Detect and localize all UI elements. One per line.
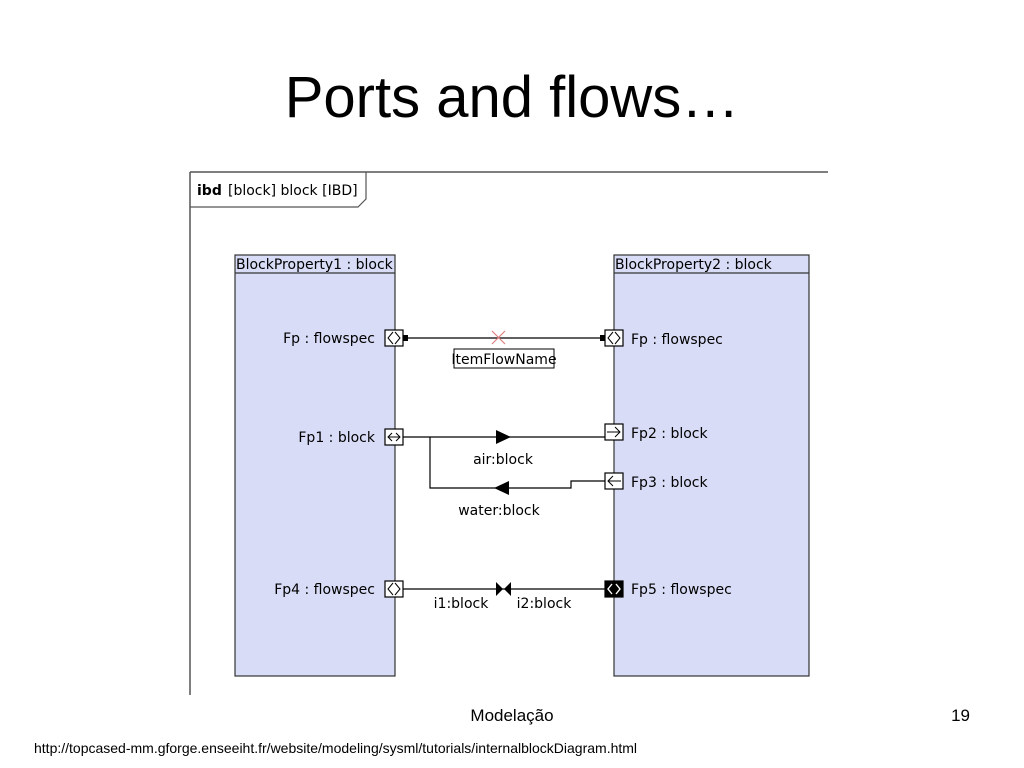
diagram-frame: ibd [block] block [IBD] <box>189 171 828 695</box>
block2-port-label-fp2: Fp2 : block <box>631 426 709 442</box>
connector-water-flow[interactable]: water:block <box>429 437 605 519</box>
block1-port-label-fp4: Fp4 : flowspec <box>274 582 375 598</box>
port-fp-1[interactable] <box>384 329 404 347</box>
port-fp4[interactable] <box>384 580 404 598</box>
port-fp2[interactable] <box>604 423 624 441</box>
block-property-1[interactable]: BlockProperty1 : block Fp : flowspec Fp1… <box>234 254 396 677</box>
item-flow-name-label: ItemFlowName <box>451 352 556 368</box>
frame-kind: ibd <box>197 183 222 199</box>
page-number: 19 <box>951 706 970 725</box>
source-url: http://topcased-mm.gforge.enseeiht.fr/we… <box>34 740 638 756</box>
slide-title: Ports and flows… <box>284 65 740 130</box>
footer-title: Modelação <box>470 706 554 725</box>
i1-flow-label: i1:block <box>434 596 490 612</box>
connector-air-flow[interactable]: air:block <box>403 430 605 468</box>
block1-port-label-fp1: Fp1 : block <box>298 430 376 446</box>
port-fp1[interactable] <box>384 428 404 446</box>
port-fp5[interactable] <box>604 580 624 598</box>
i2-flow-label: i2:block <box>517 596 573 612</box>
port-fp-2[interactable] <box>604 329 624 347</box>
block2-title: BlockProperty2 : block <box>615 257 773 273</box>
block2-port-label-fp3: Fp3 : block <box>631 475 709 491</box>
connector-bidirectional-flow[interactable]: i1:block i2:block <box>403 582 605 612</box>
frame-name: [block] block [IBD] <box>228 183 358 199</box>
block1-title: BlockProperty1 : block <box>236 257 394 273</box>
port-fp3[interactable] <box>604 472 624 490</box>
air-flow-label: air:block <box>473 452 534 468</box>
block1-port-label-fp: Fp : flowspec <box>283 331 375 347</box>
block2-port-label-fp5: Fp5 : flowspec <box>631 582 732 598</box>
block2-port-label-fp: Fp : flowspec <box>631 332 723 348</box>
connector-item-flow[interactable]: ItemFlowName <box>403 330 605 369</box>
water-flow-label: water:block <box>458 503 540 519</box>
block-property-2[interactable]: BlockProperty2 : block Fp : flowspec Fp2… <box>613 254 810 677</box>
